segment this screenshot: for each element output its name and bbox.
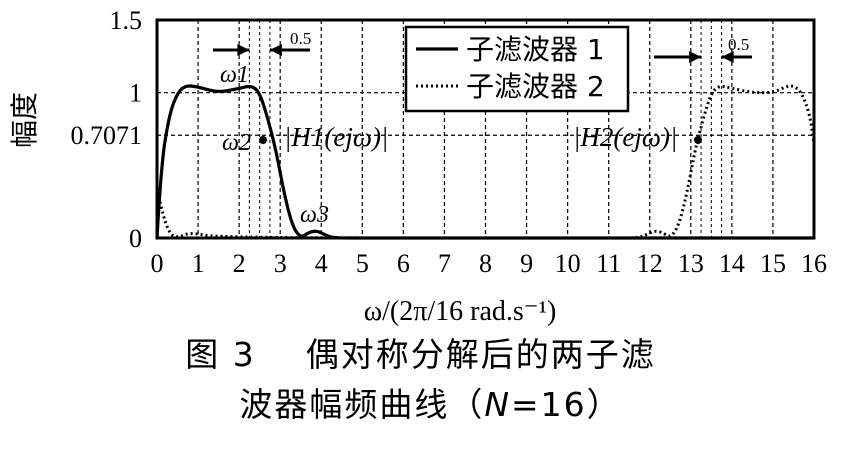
omega1-annotation: ω1 <box>220 62 249 88</box>
x-tick-label: 8 <box>479 249 492 278</box>
caption-n-symbol: N <box>484 385 512 424</box>
x-tick-label: 7 <box>438 249 451 278</box>
half-step-label-left: 0.5 <box>290 29 311 48</box>
caption-line-2-prefix: 波器幅频曲线（ <box>239 385 485 424</box>
x-tick-label: 2 <box>233 249 246 278</box>
half-step-arrow-right-1 <box>654 51 702 63</box>
x-tick-label: 3 <box>274 249 287 278</box>
caption-line-2: 波器幅频曲线（N=16） <box>0 380 841 430</box>
x-tick-label: 4 <box>315 249 328 278</box>
h1-annotation: |H1(ejω)| <box>284 122 388 152</box>
omega3-annotation: ω3 <box>300 202 329 228</box>
y-tick-label: 1.5 <box>110 6 143 35</box>
caption-line-1: 偶对称分解后的两子滤 <box>305 335 656 374</box>
legend-label-subfilter-1: 子滤波器 1 <box>466 33 605 66</box>
omega2-point <box>259 136 267 144</box>
caption-line-2-suffix: =16） <box>511 385 622 424</box>
x-tick-label: 6 <box>397 249 410 278</box>
h2-annotation: |H2(ejω)| <box>573 122 677 152</box>
h2-point <box>694 136 702 144</box>
series-line-subfilter-2 <box>155 84 816 240</box>
x-tick-label: 12 <box>637 249 663 278</box>
half-step-arrow-left-1 <box>213 44 250 56</box>
x-tick-label: 16 <box>801 249 827 278</box>
x-tick-label: 13 <box>678 249 704 278</box>
omega2-annotation: ω2 <box>222 130 251 156</box>
legend-box <box>404 25 630 113</box>
x-tick-label: 11 <box>596 249 621 278</box>
half-step-arrow-right-2 <box>721 51 752 63</box>
y-tick-label: 0 <box>129 224 142 253</box>
y-tick-label: 1 <box>129 79 142 108</box>
x-tick-label: 10 <box>555 249 581 278</box>
half-step-label-right: 0.5 <box>728 35 749 54</box>
y-tick-label: 0.7071 <box>71 121 143 150</box>
caption-figure-label: 图 3 <box>185 335 256 374</box>
x-tick-label: 14 <box>719 249 745 278</box>
x-tick-label: 9 <box>520 249 533 278</box>
half-step-arrow-left-2 <box>269 44 310 56</box>
y-axis-label: 幅度 <box>8 92 41 148</box>
x-axis-label: ω/(2π/16 rad.s⁻¹) <box>364 296 557 327</box>
figure-caption: 图 3 偶对称分解后的两子滤 波器幅频曲线（N=16） <box>0 330 841 430</box>
x-tick-label: 15 <box>760 249 786 278</box>
legend-label-subfilter-2: 子滤波器 2 <box>466 70 605 103</box>
x-tick-label: 5 <box>356 249 369 278</box>
legend: 子滤波器 1 子滤波器 2 <box>404 25 630 113</box>
x-tick-label: 1 <box>192 249 205 278</box>
half-step-markers <box>213 20 752 238</box>
x-tick-label: 0 <box>151 249 164 278</box>
